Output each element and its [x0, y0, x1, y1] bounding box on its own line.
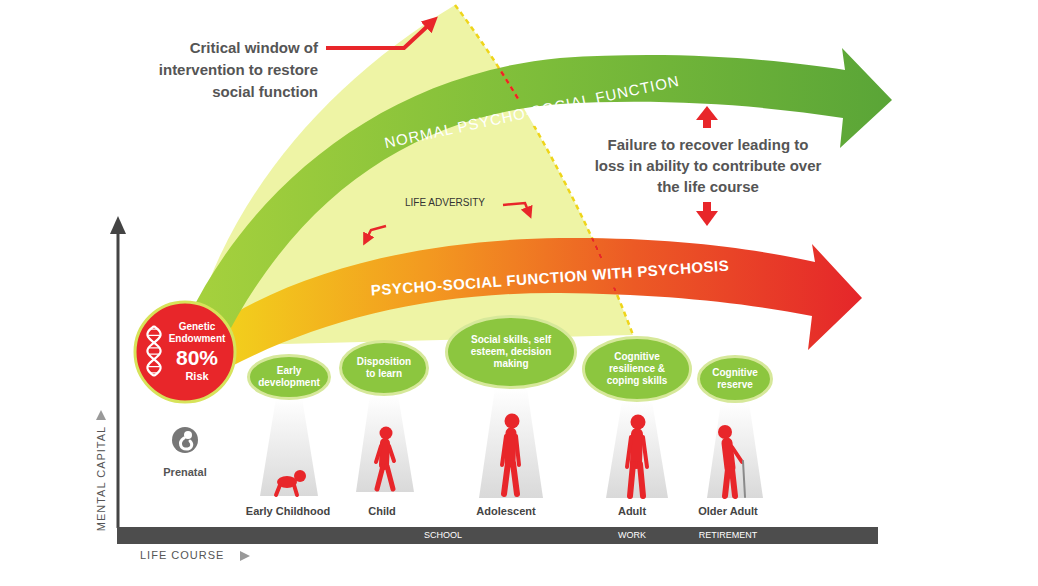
skill-bubble: Cognitive reserve — [697, 355, 773, 403]
adversity-arrow — [503, 203, 529, 213]
dna-icon — [147, 326, 160, 376]
period-label: RETIREMENT — [683, 530, 773, 541]
node-content: Disposition to learn — [353, 356, 415, 380]
adversity-arrow — [366, 226, 386, 240]
adult-figure — [627, 415, 647, 497]
risk-value: 80% — [167, 345, 227, 370]
node-label: Genetic Endowment — [167, 321, 227, 345]
pointer-arrow — [326, 22, 432, 48]
skill-bubble: Early development — [247, 354, 331, 400]
adolescent-figure — [502, 414, 520, 495]
ellipse-outline — [584, 338, 691, 401]
adversity-label: LIFE ADVERSITY — [380, 197, 510, 209]
y-axis — [117, 232, 120, 528]
older-adult-figure — [718, 425, 745, 497]
ellipse-outline — [249, 356, 330, 399]
node-label: Cognitive reserve — [708, 367, 762, 391]
life-course-bar — [117, 527, 878, 544]
skill-bubble: Disposition to learn — [339, 340, 429, 396]
person-figures — [276, 414, 745, 498]
stage-label: Older Adult — [683, 505, 773, 518]
node-content: Cognitive reserve — [708, 367, 762, 391]
stage-label: Prenatal — [145, 466, 225, 479]
node-label: Cognitive resilience & coping skills — [603, 351, 671, 387]
y-axis-head — [110, 216, 126, 234]
stage-label: Child — [342, 505, 422, 518]
skill-bubble: Cognitive resilience & coping skills — [582, 336, 692, 402]
axis-pointer — [96, 410, 106, 420]
stage-label: Adult — [592, 505, 672, 518]
child-figure — [376, 427, 394, 490]
callout-note: Failure to recover leading to loss in ab… — [592, 134, 824, 197]
stage-label: Adolescent — [461, 505, 551, 518]
circle-outline — [135, 302, 235, 402]
risk-circle: Genetic Endowment80%Risk — [133, 300, 237, 404]
stage-label: Early Childhood — [233, 505, 343, 518]
node-label: Disposition to learn — [353, 356, 415, 380]
period-label: SCHOOL — [403, 530, 483, 541]
skill-bubble: Social skills, self esteem, decision mak… — [445, 315, 577, 389]
node-content: Cognitive resilience & coping skills — [603, 351, 671, 387]
node-label: Early development — [257, 365, 321, 389]
node-content: Genetic Endowment80%Risk — [167, 321, 227, 383]
baby-figure — [276, 470, 306, 495]
axis-pointer — [240, 551, 250, 561]
callout-note: Critical window of intervention to resto… — [130, 37, 318, 103]
node-content: Early development — [257, 365, 321, 389]
fetus-icon — [172, 427, 198, 453]
node-content: Social skills, self esteem, decision mak… — [469, 334, 553, 370]
ellipse-outline — [447, 317, 576, 388]
spotlight-cones — [260, 388, 763, 498]
axis-label: LIFE COURSE — [140, 549, 240, 562]
node-label: Risk — [167, 370, 227, 383]
axis-label: MENTAL CAPITAL — [95, 418, 108, 538]
period-label: WORK — [602, 530, 662, 541]
node-label: Social skills, self esteem, decision mak… — [469, 334, 553, 370]
ellipse-outline — [699, 357, 772, 402]
ellipse-outline — [341, 342, 428, 395]
